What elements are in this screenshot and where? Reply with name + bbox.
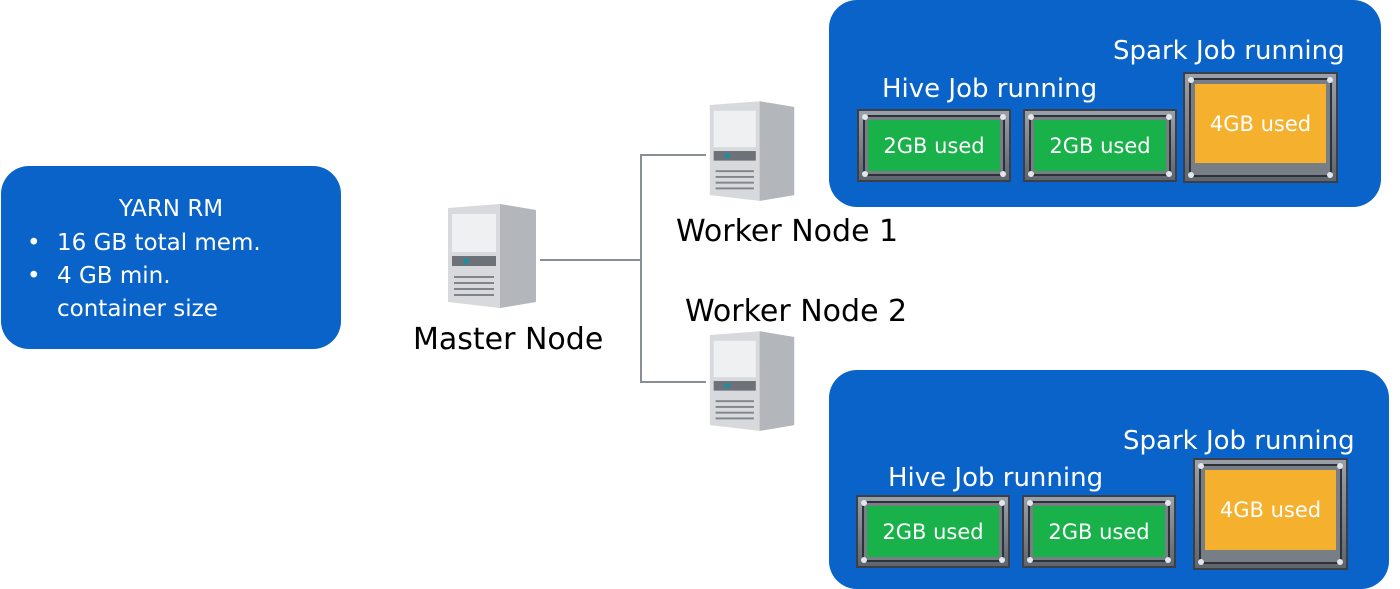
yarn-total-mem: 16 GB total mem. [57,230,261,256]
yarn-container-size: container size [57,296,218,322]
worker2-spark-label: Spark Job running [1123,426,1355,456]
container-used: 2GB used [867,506,999,557]
bullet-icon: • [27,230,41,256]
worker2-hive-label: Hive Job running [888,463,1104,493]
container-used: 4GB used [1195,84,1326,163]
container-used: 2GB used [1034,120,1166,171]
worker-node-1-label: Worker Node 1 [676,214,899,249]
worker1-server-icon [709,101,795,201]
worker2-server-icon [709,331,795,431]
yarn-min-container: 4 GB min. [57,263,171,289]
worker1-container-1: 2GB used [857,109,1011,182]
worker-node-2-label: Worker Node 2 [685,294,908,329]
master-node-label: Master Node [413,322,604,357]
worker1-hive-label: Hive Job running [882,74,1098,104]
yarn-rm-box: YARN RM • 16 GB total mem. • 4 GB min. c… [1,166,341,349]
worker2-container-2: 2GB used [1022,495,1176,568]
worker2-container-3: 4GB used [1193,458,1348,570]
container-used: 2GB used [1033,506,1165,557]
container-used: 4GB used [1205,470,1336,550]
container-used: 2GB used [868,120,1000,171]
worker2-job-panel: Spark Job running Hive Job running 2GB u… [829,370,1389,589]
worker1-container-2: 2GB used [1023,109,1177,182]
worker1-container-3: 4GB used [1183,72,1338,183]
worker1-spark-label: Spark Job running [1113,36,1345,66]
worker2-container-1: 2GB used [856,495,1010,568]
bullet-icon: • [27,263,41,289]
yarn-rm-title: YARN RM [118,196,224,222]
master-server-icon [448,204,536,308]
worker1-job-panel: Spark Job running Hive Job running 2GB u… [829,0,1381,207]
